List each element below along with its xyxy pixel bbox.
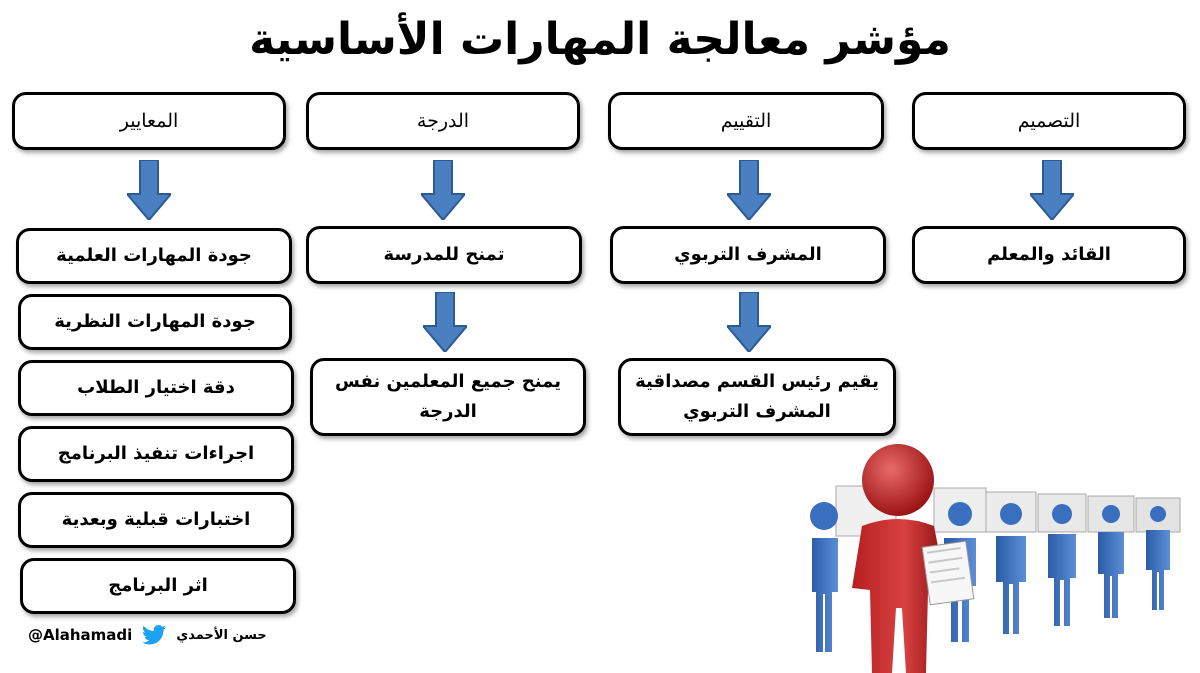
down-arrow-icon <box>423 292 467 352</box>
grade-node: تمنح للمدرسة <box>306 226 582 284</box>
header-evaluation: التقييم <box>608 92 884 150</box>
header-criteria: المعايير <box>12 92 286 150</box>
grade-detail: يمنح جميع المعلمين نفس الدرجة <box>310 358 586 436</box>
worker-figure <box>1135 497 1181 610</box>
criteria-item: جودة المهارات العلمية <box>16 228 292 284</box>
criteria-item: جودة المهارات النظرية <box>18 294 292 350</box>
author-name: حسن الأحمدي <box>176 627 267 643</box>
worker-figure <box>1087 495 1135 618</box>
design-node: القائد والمعلم <box>912 226 1186 284</box>
criteria-item: اجراءات تنفيذ البرنامج <box>18 426 294 482</box>
down-arrow-icon <box>1030 160 1074 220</box>
down-arrow-icon <box>127 160 171 220</box>
criteria-item: دقة اختيار الطلاب <box>18 360 294 416</box>
down-arrow-icon <box>727 292 771 352</box>
worker-figure <box>985 491 1037 634</box>
evaluation-detail: يقيم رئيس القسم مصداقية المشرف التربوي <box>618 358 896 436</box>
header-design: التصميم <box>912 92 1186 150</box>
worker-figure <box>1037 493 1087 626</box>
down-arrow-icon <box>727 160 771 220</box>
page-title: مؤشر معالجة المهارات الأساسية <box>249 14 951 65</box>
credit: @Alahamadi حسن الأحمدي <box>28 622 267 648</box>
leader-workers-illustration <box>810 444 1181 673</box>
twitter-handle: @Alahamadi <box>28 626 133 644</box>
twitter-bird-icon <box>142 625 167 645</box>
criteria-item: اثر البرنامج <box>20 558 296 614</box>
leader-figure <box>852 444 975 673</box>
down-arrow-icon <box>421 160 465 220</box>
evaluation-node: المشرف التربوي <box>610 226 886 284</box>
criteria-item: اختبارات قبلية وبعدية <box>18 492 294 548</box>
header-grade: الدرجة <box>306 92 580 150</box>
